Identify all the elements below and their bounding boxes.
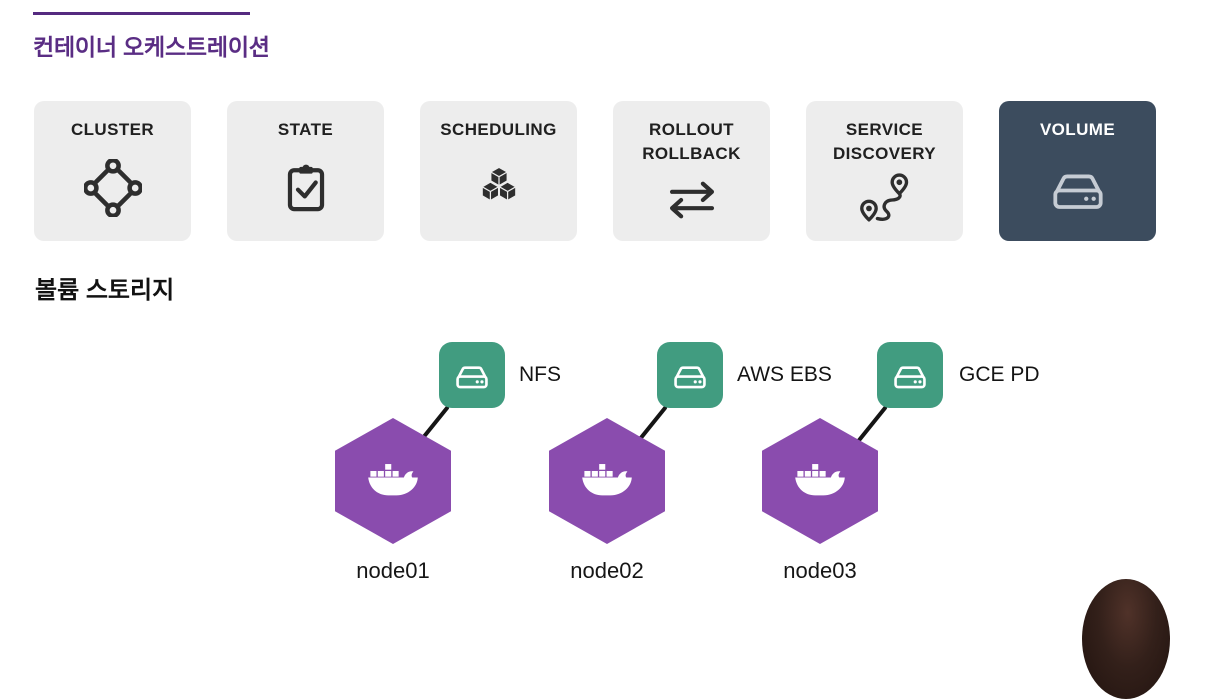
section-title: 볼륨 스토리지 bbox=[35, 277, 175, 304]
tile-label-text: DISCOVERY bbox=[832, 144, 937, 163]
tile-label: VOLUME bbox=[1040, 118, 1115, 142]
tile-volume: VOLUME bbox=[999, 101, 1156, 241]
tile-label: STATE bbox=[278, 118, 333, 142]
slide-container: { "page": { "title": "컨테이너 오케스트레이션", "se… bbox=[0, 12, 1214, 699]
tile-label-text: ROLLOUT bbox=[649, 120, 734, 139]
route-pins-icon bbox=[858, 166, 912, 241]
storage-box-nfs bbox=[439, 342, 505, 408]
tile-label: SERVICE DISCOVERY bbox=[833, 118, 936, 166]
storage-label: NFS bbox=[519, 363, 561, 386]
docker-whale-icon bbox=[368, 464, 418, 496]
title-accent-line bbox=[33, 12, 250, 15]
storage-drive-icon bbox=[1045, 142, 1111, 241]
docker-whale-icon bbox=[795, 464, 845, 496]
tile-cluster: CLUSTER bbox=[34, 101, 191, 241]
tile-state: STATE bbox=[227, 101, 384, 241]
node-label: node01 bbox=[356, 558, 430, 583]
storage-drive-icon bbox=[674, 366, 706, 389]
tile-label-text: SCHEDULING bbox=[440, 120, 557, 139]
storage-drive-icon bbox=[456, 366, 488, 389]
swap-arrows-icon bbox=[663, 166, 721, 241]
cluster-icon bbox=[83, 142, 142, 241]
feature-tiles-row: CLUSTER STATE SCHEDULING bbox=[34, 101, 1156, 241]
tile-label-text: CLUSTER bbox=[70, 120, 155, 139]
tile-label: CLUSTER bbox=[71, 118, 154, 142]
node-label: node02 bbox=[570, 558, 644, 583]
docker-whale-icon bbox=[582, 464, 632, 496]
tile-label-text: VOLUME bbox=[1039, 120, 1116, 139]
cubes-icon bbox=[474, 142, 524, 241]
storage-box-aws-ebs bbox=[657, 342, 723, 408]
tile-label-text: STATE bbox=[277, 120, 334, 139]
storage-drive-icon bbox=[894, 366, 926, 389]
tile-label-text: ROLLBACK bbox=[642, 144, 741, 163]
tile-service-discovery: SERVICE DISCOVERY bbox=[806, 101, 963, 241]
clipboard-check-icon bbox=[279, 142, 333, 241]
node-label: node03 bbox=[783, 558, 857, 583]
volume-storage-diagram: NFS AWS EBS GCE PD bbox=[0, 330, 1214, 598]
tile-scheduling: SCHEDULING bbox=[420, 101, 577, 241]
presenter-webcam-photo bbox=[1082, 579, 1170, 699]
tile-rollout-rollback: ROLLOUT ROLLBACK bbox=[613, 101, 770, 241]
tile-label: ROLLOUT ROLLBACK bbox=[642, 118, 741, 166]
page-title: 컨테이너 오케스트레이션 bbox=[33, 34, 270, 60]
tile-label: SCHEDULING bbox=[440, 118, 556, 142]
storage-label: GCE PD bbox=[959, 363, 1040, 386]
storage-box-gce-pd bbox=[877, 342, 943, 408]
tile-label-text: SERVICE bbox=[845, 120, 924, 139]
storage-label: AWS EBS bbox=[737, 363, 832, 386]
